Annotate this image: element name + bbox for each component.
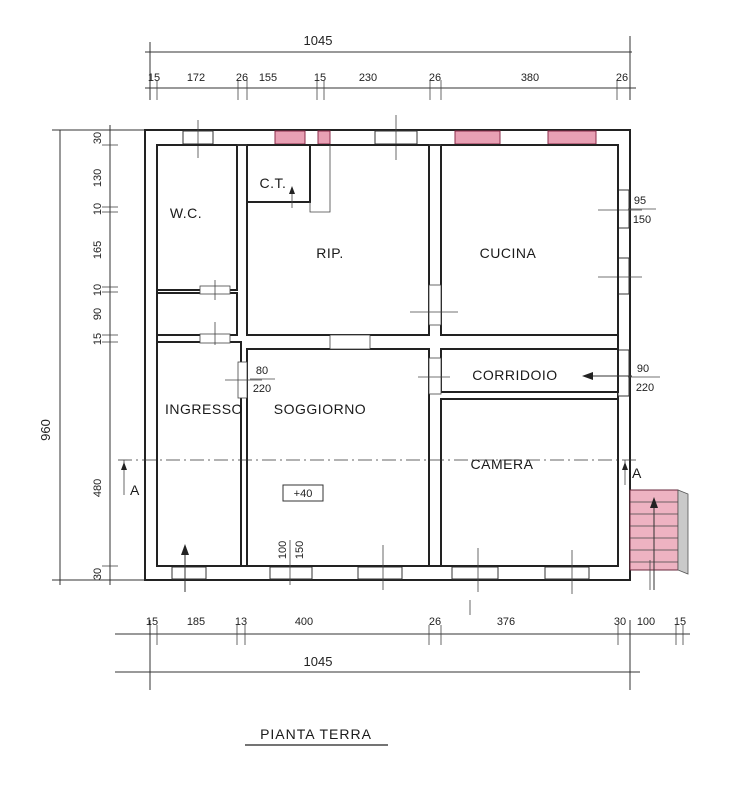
bottom-dim-9: 15 — [674, 616, 686, 628]
top-segment-dimensions: 15 172 26 155 15 230 26 380 26 — [148, 72, 628, 84]
corridoio-arrow — [582, 372, 632, 380]
top-dim-2: 172 — [187, 72, 205, 84]
soggiorno-window-width: 100 — [277, 541, 289, 559]
top-dim-4: 155 — [259, 72, 277, 84]
room-label-ingresso: INGRESSO — [165, 401, 243, 417]
interior-walls — [156, 144, 619, 567]
bottom-total-dimension: 1045 — [304, 654, 333, 669]
room-label-camera: CAMERA — [471, 456, 534, 472]
top-dim-7: 26 — [429, 72, 441, 84]
top-dimension-lines — [145, 36, 636, 100]
left-dim-1: 30 — [92, 132, 104, 144]
top-dim-9: 26 — [616, 72, 628, 84]
ct-arrow — [289, 186, 295, 208]
left-dim-9: 30 — [92, 568, 104, 580]
left-dim-5: 10 — [92, 284, 104, 296]
section-mark-right: A — [632, 465, 642, 481]
top-dim-1: 15 — [148, 72, 160, 84]
top-dim-6: 230 — [359, 72, 377, 84]
drawing-title: PIANTA TERRA — [260, 726, 372, 742]
cucina-window-width: 95 — [634, 195, 646, 207]
corridoio-door-height: 220 — [636, 382, 654, 394]
left-dim-7: 15 — [92, 333, 104, 345]
bottom-dim-2: 185 — [187, 616, 205, 628]
soggiorno-window-height: 150 — [294, 541, 306, 559]
room-label-soggiorno: SOGGIORNO — [274, 401, 366, 417]
left-dim-8: 480 — [92, 479, 104, 497]
section-line — [118, 459, 640, 495]
room-label-cucina: CUCINA — [480, 245, 537, 261]
top-wall-openings — [182, 115, 597, 160]
section-mark-left: A — [130, 482, 140, 498]
soggiorno-window-dim: 100 150 — [277, 541, 306, 559]
external-staircase — [629, 489, 689, 590]
top-dim-8: 380 — [521, 72, 539, 84]
room-label-ct: C.T. — [260, 175, 287, 191]
room-label-corridoio: CORRIDOIO — [472, 367, 557, 383]
bottom-dim-5: 26 — [429, 616, 441, 628]
left-segment-dimensions: 30 130 10 165 10 90 15 480 30 — [92, 132, 104, 580]
top-dim-3: 26 — [236, 72, 248, 84]
soggiorno-door-dim: 80 220 — [250, 365, 275, 395]
corridoio-door-dim: 90 220 — [628, 363, 660, 394]
left-dim-3: 10 — [92, 203, 104, 215]
left-dim-2: 130 — [92, 169, 104, 187]
left-dimension-lines — [52, 125, 145, 585]
bottom-dim-4: 400 — [295, 616, 313, 628]
room-label-rip: RIP. — [316, 245, 343, 261]
bottom-dim-7: 30 — [614, 616, 626, 628]
elevation-mark: +40 — [294, 488, 313, 500]
left-total-dimension: 960 — [38, 419, 53, 441]
top-dim-5: 15 — [314, 72, 326, 84]
soggiorno-door-height: 220 — [253, 383, 271, 395]
room-label-wc: W.C. — [170, 205, 202, 221]
bottom-dimension-lines — [115, 620, 690, 690]
bottom-dim-3: 13 — [235, 616, 247, 628]
left-dim-4: 165 — [92, 241, 104, 259]
bottom-dim-1: 15 — [146, 616, 158, 628]
outer-walls — [144, 129, 631, 581]
elevation-box — [282, 484, 324, 502]
bottom-dim-8: 100 — [637, 616, 655, 628]
corridoio-door-width: 90 — [637, 363, 649, 375]
left-dim-6: 90 — [92, 308, 104, 320]
bottom-dim-6: 376 — [497, 616, 515, 628]
cucina-window-height: 150 — [633, 214, 651, 226]
cucina-window-dim: 95 150 — [628, 195, 656, 226]
bottom-segment-dimensions: 15 185 13 400 26 376 30 100 15 — [146, 616, 686, 628]
bottom-wall-openings — [171, 566, 590, 580]
entry-arrow — [181, 544, 189, 592]
door-markers — [199, 280, 573, 615]
soggiorno-door-width: 80 — [256, 365, 268, 377]
top-total-dimension: 1045 — [304, 33, 333, 48]
